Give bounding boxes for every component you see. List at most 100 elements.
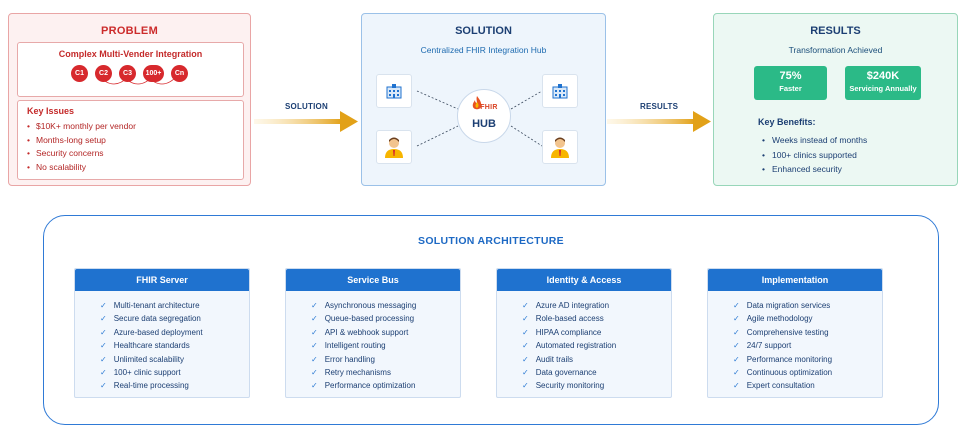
solution-panel: SOLUTION Centralized FHIR Integration Hu… [361, 13, 606, 186]
feature-text: Unlimited scalability [113, 354, 184, 364]
check-icon: ✓ [311, 341, 318, 351]
issue-item: $10K+ monthly per vendor [27, 120, 136, 134]
feature-item: ✓Secure data segregation [100, 312, 249, 325]
integration-title: Complex Multi-Vender Integration [58, 49, 203, 59]
feature-item: ✓ Queue-based processing [311, 312, 460, 325]
results-subtitle: Transformation Achieved [788, 45, 883, 55]
hub-logo-text: FHIR [480, 104, 498, 111]
metric-label: Faster [779, 84, 802, 93]
feature-item: ✓Asynchronous messaging [311, 299, 460, 312]
feature-text: Agile methodology [746, 314, 813, 324]
check-icon: ✓ [733, 314, 740, 324]
feature-text: Multi-tenant architecture [113, 301, 200, 310]
client-badge: Cn [171, 65, 188, 82]
solution-title: SOLUTION [455, 25, 512, 37]
feature-item: ✓ Security monitoring [522, 379, 671, 392]
feature-text: Error handling [324, 354, 375, 364]
check-icon: ✓ [100, 354, 107, 364]
doctor-icon [385, 137, 403, 158]
issues-list: $10K+ monthly per vendor Months-long set… [27, 120, 136, 174]
check-icon: ✓ [100, 381, 107, 391]
check-icon: ✓ [100, 314, 107, 324]
issues-title: Key Issues [27, 106, 75, 116]
column-title: Implementation [708, 269, 882, 291]
feature-text: 24/7 support [746, 341, 792, 351]
hospital-icon [386, 84, 402, 99]
check-icon: ✓ [522, 354, 529, 364]
feature-text: Azure-based deployment [113, 327, 203, 337]
feature-text: Comprehensive testing [746, 327, 829, 337]
feature-item: ✓ Continuous optimization [733, 366, 882, 379]
feature-list: ✓Asynchronous messaging ✓ Queue-based pro… [286, 291, 460, 393]
feature-text: 100+ clinic support [113, 368, 181, 378]
integration-box: Complex Multi-Vender Integration [17, 42, 244, 97]
feature-text: Retry mechanisms [324, 368, 391, 378]
doctor-icon [551, 137, 569, 158]
client-badge: C2 [95, 65, 112, 82]
benefit-item: Enhanced security [762, 162, 867, 177]
feature-text: Data migration services [746, 301, 831, 310]
check-icon: ✓ [733, 327, 740, 337]
fhir-hub: FHIR HUB [457, 89, 511, 143]
feature-text: Security monitoring [535, 381, 605, 391]
metric-value: $240K [866, 70, 900, 82]
feature-item: ✓ Data governance [522, 366, 671, 379]
feature-item: ✓Multi-tenant architecture [100, 299, 249, 312]
feature-text: Azure AD integration [535, 301, 610, 310]
arch-column-identity-access: Identity & Access ✓Azure AD integration … [496, 268, 672, 398]
feature-text: Healthcare standards [113, 341, 190, 351]
metric-label: Servicing Annually [849, 84, 917, 93]
feature-item: ✓ Comprehensive testing [733, 326, 882, 339]
feature-list: ✓Data migration services ✓Agile methodol… [708, 291, 882, 393]
column-title: Service Bus [286, 269, 460, 291]
feature-text: Role-based access [535, 314, 604, 324]
client-badge: C1 [71, 65, 88, 82]
check-icon: ✓ [522, 381, 529, 391]
feature-item: ✓ Performance monitoring [733, 353, 882, 366]
feature-text: Performance monitoring [746, 354, 833, 364]
feature-item: ✓Real-time processing [100, 379, 249, 392]
issue-item: Months-long setup [27, 134, 136, 148]
feature-text: API & webhook support [324, 327, 409, 337]
column-title: Identity & Access [497, 269, 671, 291]
feature-text: Queue-based processing [324, 314, 415, 324]
feature-item: ✓Data migration services [733, 299, 882, 312]
feature-text: Data governance [535, 368, 597, 378]
check-icon: ✓ [311, 368, 318, 378]
problem-panel: PROBLEM Complex Multi-Vender Integration… [8, 13, 251, 186]
check-icon: ✓ [733, 354, 740, 364]
check-icon: ✓ [100, 341, 107, 351]
hub-label: HUB [472, 118, 496, 130]
issue-item: Security concerns [27, 147, 136, 161]
arch-column-service-bus: Service Bus ✓Asynchronous messaging ✓ Que… [285, 268, 461, 398]
check-icon: ✓ [522, 327, 529, 337]
architecture-panel: SOLUTION ARCHITECTURE FHIR Server ✓Multi… [43, 215, 939, 425]
check-icon: ✓ [522, 368, 529, 378]
check-icon: ✓ [522, 314, 529, 324]
hospital-node [542, 74, 578, 108]
feature-item: ✓ Expert consultation [733, 379, 882, 392]
arrow-right-icon [607, 111, 711, 132]
issue-item: No scalability [27, 161, 136, 175]
client-badge: C3 [119, 65, 136, 82]
feature-item: ✓24/7 support [733, 339, 882, 352]
feature-item: ✓ Agile methodology [733, 312, 882, 325]
feature-item: ✓API & webhook support [311, 326, 460, 339]
feature-item: ✓ Role-based access [522, 312, 671, 325]
metric-value: 75% [779, 70, 802, 82]
feature-text: Performance optimization [324, 381, 416, 391]
feature-text: Intelligent routing [324, 341, 386, 351]
feature-item: ✓ Intelligent routing [311, 339, 460, 352]
benefits-list: Weeks instead of months 100+ clinics sup… [762, 133, 867, 177]
hospital-node [376, 74, 412, 108]
fhir-flame-icon [472, 96, 482, 110]
check-icon: ✓ [311, 314, 318, 324]
check-icon: ✓ [733, 381, 740, 391]
feature-text: Expert consultation [746, 381, 815, 391]
feature-text: Continuous optimization [746, 368, 833, 378]
feature-item: ✓ Audit trails [522, 353, 671, 366]
benefits-title: Key Benefits: [758, 117, 816, 127]
feature-text: Audit trails [535, 354, 574, 364]
check-icon: ✓ [733, 368, 740, 378]
check-icon: ✓ [100, 368, 107, 378]
